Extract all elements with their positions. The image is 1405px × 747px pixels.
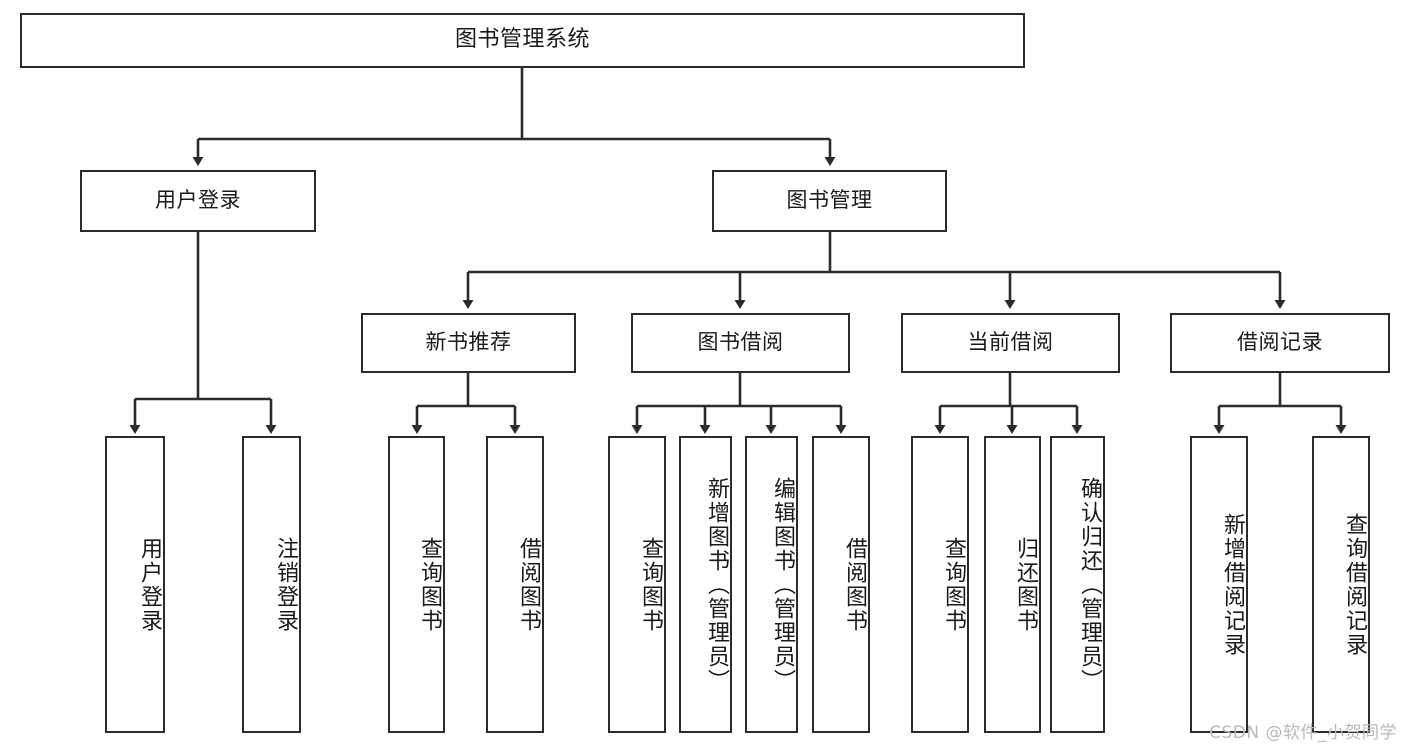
node-label: 查询图书 (941, 536, 966, 633)
node-label: 图书管理系统 (454, 27, 590, 53)
node-leaf-add-book[interactable]: 新增图书（管理员） (679, 436, 732, 733)
node-label: 用户登录 (137, 536, 162, 633)
node-book-manage[interactable]: 图书管理 (712, 170, 947, 232)
node-borrow-record[interactable]: 借阅记录 (1170, 313, 1390, 373)
node-leaf-return-book[interactable]: 归还图书 (984, 436, 1041, 733)
node-label: 查询图书 (417, 536, 442, 633)
node-label: 图书借阅 (697, 330, 784, 355)
node-leaf-query-borrow-record[interactable]: 查询借阅记录 (1312, 436, 1370, 733)
node-leaf-add-borrow-record[interactable]: 新增借阅记录 (1190, 436, 1248, 733)
node-label: 用户登录 (155, 188, 241, 213)
node-leaf-user-logout[interactable]: 注销登录 (242, 436, 301, 733)
node-label: 确认归还（管理员） (1077, 476, 1102, 693)
node-leaf-confirm-return[interactable]: 确认归还（管理员） (1050, 436, 1105, 733)
node-current-borrow[interactable]: 当前借阅 (901, 313, 1120, 373)
node-label: 编辑图书（管理员） (770, 476, 795, 693)
node-label: 借阅图书 (842, 536, 867, 633)
node-leaf-borrow-book-recommend[interactable]: 借阅图书 (486, 436, 544, 733)
node-label: 归还图书 (1013, 536, 1038, 633)
node-leaf-user-login[interactable]: 用户登录 (105, 436, 165, 733)
node-label: 注销登录 (273, 536, 298, 633)
node-label: 查询借阅记录 (1342, 512, 1367, 657)
node-root-system[interactable]: 图书管理系统 (20, 13, 1025, 68)
node-user-login[interactable]: 用户登录 (80, 170, 316, 232)
node-book-borrow[interactable]: 图书借阅 (631, 313, 850, 373)
node-label: 查询图书 (638, 536, 663, 633)
node-label: 借阅图书 (516, 536, 541, 633)
node-leaf-query-book-borrow[interactable]: 查询图书 (608, 436, 666, 733)
node-label: 新增借阅记录 (1220, 512, 1245, 657)
node-leaf-borrow-book[interactable]: 借阅图书 (812, 436, 870, 733)
node-leaf-query-book-recommend[interactable]: 查询图书 (388, 436, 445, 733)
node-label: 当前借阅 (967, 330, 1054, 355)
node-label: 新书推荐 (425, 330, 512, 355)
csdn-watermark: CSDN @软件_小贺同学 (1209, 723, 1397, 743)
node-label: 图书管理 (786, 188, 873, 213)
node-label: 新增图书（管理员） (704, 476, 729, 693)
node-leaf-edit-book[interactable]: 编辑图书（管理员） (745, 436, 798, 733)
node-leaf-query-book-current[interactable]: 查询图书 (911, 436, 969, 733)
node-label: 借阅记录 (1237, 330, 1323, 355)
node-new-book-recommend[interactable]: 新书推荐 (361, 313, 576, 373)
